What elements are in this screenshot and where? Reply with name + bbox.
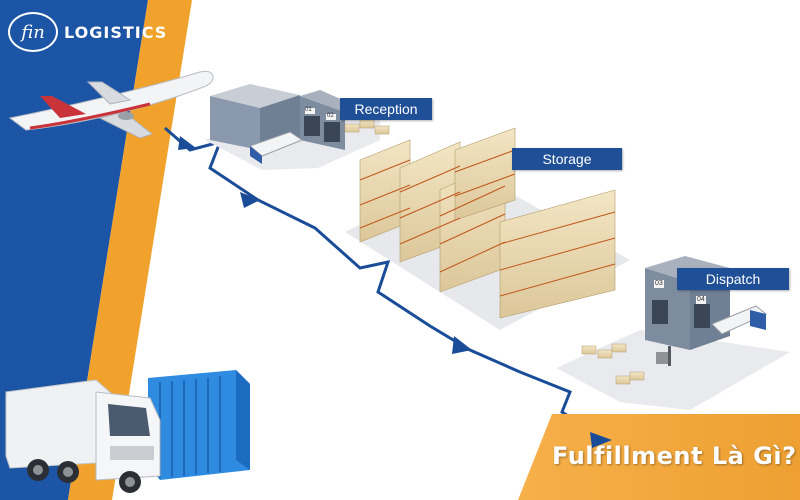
flow-arrow-icon [178, 136, 196, 150]
title-arrow-icon [590, 432, 612, 448]
dock-number-02: 02 [327, 113, 334, 119]
title-banner-shape [518, 414, 800, 500]
flow-arrow-icon [452, 336, 472, 354]
dispatch-warehouse [556, 256, 790, 410]
cargo-boxes [581, 343, 645, 385]
company-logo: fin LOGISTICS [8, 12, 167, 52]
logo-text: LOGISTICS [64, 22, 168, 42]
logo-mark-icon: fin [8, 12, 58, 52]
container-icon [148, 370, 250, 480]
truck-icon [711, 305, 767, 335]
truck-icon [5, 379, 161, 493]
flow-line [164, 126, 606, 442]
flow-arrow-icon [240, 192, 260, 208]
stage-label-reception: Reception [340, 98, 432, 120]
dock-number-04: 04 [697, 296, 705, 303]
dock-number-03: 03 [655, 280, 663, 287]
orange-background-band [68, 0, 192, 500]
reception-warehouse [205, 84, 390, 170]
airplane-icon [8, 70, 214, 139]
stage-label-dispatch: Dispatch [677, 268, 789, 290]
forklift-icon [656, 346, 671, 366]
stage-label-storage: Storage [512, 148, 622, 170]
truck-icon [249, 131, 304, 164]
rack-frames [359, 149, 616, 297]
page-title: Fulfillment Là Gì? [552, 442, 797, 470]
storage-warehouse [345, 127, 630, 330]
cargo-boxes [344, 119, 390, 135]
dock-number-01: 01 [305, 107, 312, 113]
